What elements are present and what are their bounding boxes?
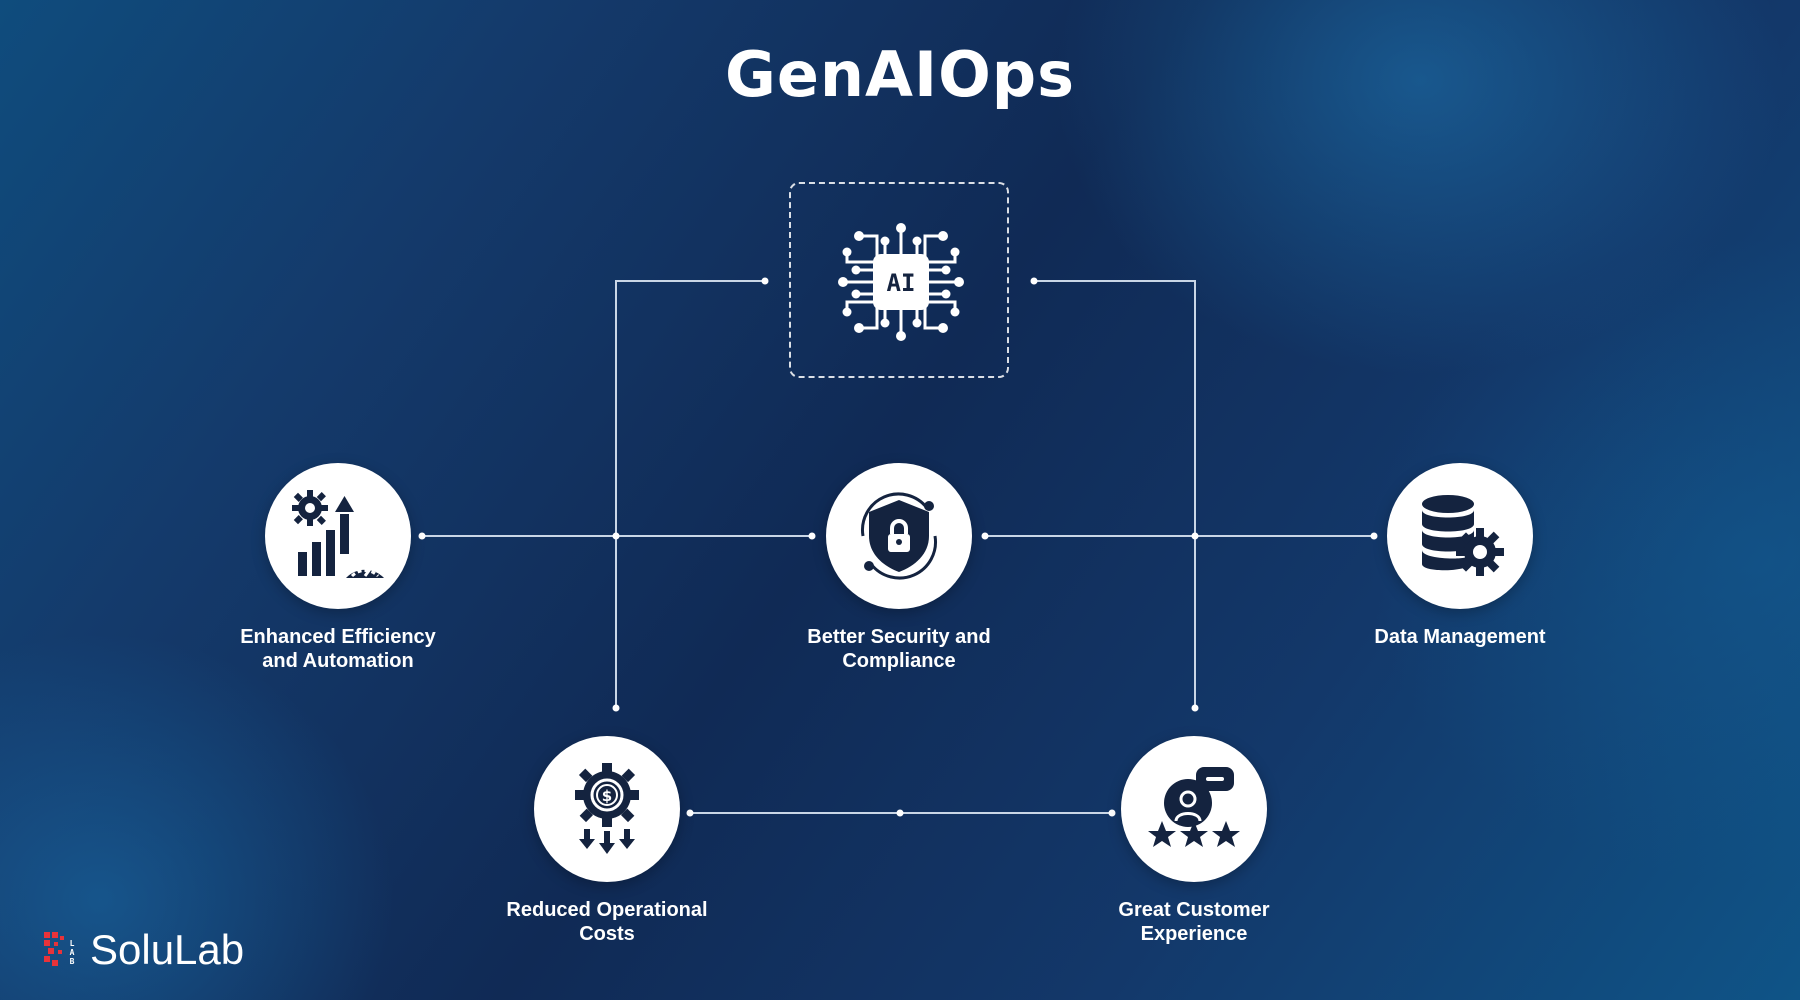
page-title: GenAIOps: [724, 38, 1076, 111]
solulab-logo-icon: L A B: [44, 932, 75, 966]
svg-text:L: L: [70, 939, 75, 948]
data-management-node: [1387, 463, 1533, 609]
reduced-costs-label-line1: Reduced Operational: [506, 899, 708, 921]
connector-right-trunk: [1034, 280, 1196, 708]
reduced-costs-label-line2: Costs: [579, 923, 635, 945]
data-management-label-line1: Data Management: [1374, 626, 1546, 648]
reduced-costs-label: Reduced Operational Costs: [467, 898, 747, 946]
ai-chip-label: AI: [887, 269, 916, 297]
data-management-label: Data Management: [1320, 625, 1600, 649]
security-shield-lock-icon: [861, 492, 937, 580]
customer-experience-node: [1121, 736, 1267, 882]
security-label-line2: Compliance: [842, 650, 956, 672]
security-node: [826, 463, 972, 609]
security-label-line1: Better Security and: [807, 626, 991, 648]
svg-text:$: $: [602, 787, 612, 805]
reduced-costs-node: $: [534, 736, 680, 882]
customer-experience-label-line1: Great Customer: [1118, 899, 1270, 921]
brand-logo: L A B SoluLab: [44, 926, 244, 974]
svg-text:A: A: [70, 948, 75, 957]
security-label: Better Security and Compliance: [759, 625, 1039, 673]
database-gear-icon: [1422, 495, 1504, 576]
growth-chart-gear-icon: [292, 490, 384, 578]
customer-experience-label-line2: Experience: [1140, 923, 1248, 945]
efficiency-label: Enhanced Efficiency and Automation: [198, 625, 478, 673]
ai-chip-icon: AI: [838, 223, 964, 341]
brand-name: SoluLab: [90, 926, 245, 973]
efficiency-label-line2: and Automation: [262, 650, 414, 672]
ai-center-box: AI: [789, 182, 1009, 378]
customer-rating-icon: [1148, 767, 1240, 847]
connector-dots: [418, 277, 1378, 817]
connector-left-trunk: [615, 280, 765, 708]
efficiency-node: [265, 463, 411, 609]
customer-experience-label: Great Customer Experience: [1054, 898, 1334, 946]
efficiency-label-line1: Enhanced Efficiency: [240, 626, 436, 648]
svg-text:B: B: [70, 957, 75, 966]
dollar-gear-icon: $: [575, 763, 639, 854]
